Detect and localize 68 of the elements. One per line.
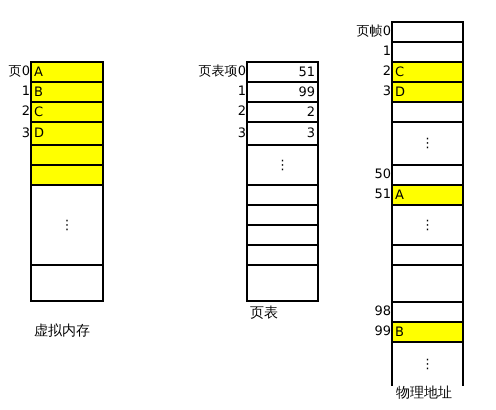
memory-cell	[246, 101, 319, 123]
row-number: 3	[22, 124, 30, 142]
memory-cell	[30, 164, 104, 186]
row-number: 3	[238, 124, 246, 142]
memory-cell	[391, 121, 464, 166]
memory-cell	[391, 184, 464, 206]
memory-cell	[391, 244, 464, 266]
memory-cell	[246, 184, 319, 206]
memory-cell	[391, 301, 464, 323]
memory-cell	[246, 264, 319, 302]
row-number: 1	[382, 43, 391, 61]
row-number: 98	[374, 303, 391, 321]
row-number: 页帧0	[356, 23, 391, 41]
cell-text: D	[34, 126, 44, 141]
ellipsis-mark: ⋮	[276, 158, 289, 172]
memory-cell	[391, 41, 464, 63]
memory-cell	[391, 61, 464, 83]
row-number: 50	[374, 166, 391, 184]
cell-text: A	[395, 188, 404, 202]
row-number: 页0	[8, 63, 30, 81]
cell-text: 51	[298, 64, 315, 80]
memory-cell	[246, 61, 319, 83]
memory-cell	[30, 61, 104, 83]
cell-text: C	[395, 64, 404, 80]
memory-cell	[30, 144, 104, 166]
memory-cell	[30, 81, 104, 103]
memory-cell	[391, 164, 464, 186]
cell-text: B	[34, 84, 43, 100]
memory-cell	[246, 121, 319, 146]
cell-text: B	[395, 324, 404, 340]
ellipsis-mark: ⋮	[421, 357, 434, 372]
memory-cell	[30, 184, 104, 266]
memory-cell	[391, 101, 464, 123]
cell-text: D	[395, 84, 406, 100]
ellipsis-mark: ⋮	[421, 136, 434, 151]
row-number: 1	[238, 83, 246, 101]
row-number: 3	[382, 83, 391, 101]
memory-cell	[246, 144, 319, 186]
memory-cell	[246, 81, 319, 103]
cell-text: C	[34, 104, 44, 120]
caption: 页表	[250, 304, 278, 322]
row-number: 2	[22, 103, 30, 121]
memory-cell	[30, 101, 104, 123]
memory-cell	[391, 264, 464, 303]
cell-text: 99	[298, 84, 315, 100]
cell-text: 2	[306, 104, 315, 120]
memory-cell	[30, 264, 104, 302]
row-number: 页表项0	[198, 63, 246, 81]
memory-cell	[391, 321, 464, 343]
memory-cell	[391, 21, 464, 43]
row-number: 99	[374, 323, 391, 341]
ellipsis-mark: ⋮	[60, 218, 74, 232]
caption: 物理地址	[396, 384, 452, 402]
memory-cell	[246, 204, 319, 226]
memory-cell	[391, 341, 464, 386]
caption: 虚拟内存	[34, 322, 90, 340]
ellipsis-mark: ⋮	[421, 218, 434, 232]
row-number: 2	[238, 103, 246, 121]
row-number: 2	[382, 63, 391, 81]
memory-cell	[30, 121, 104, 146]
memory-cell	[391, 204, 464, 246]
memory-cell	[246, 224, 319, 246]
memory-cell	[391, 81, 464, 103]
cell-text: 3	[306, 126, 315, 141]
row-number: 51	[374, 186, 391, 204]
memory-cell	[246, 244, 319, 266]
row-number: 1	[22, 83, 30, 101]
cell-text: A	[34, 64, 43, 80]
